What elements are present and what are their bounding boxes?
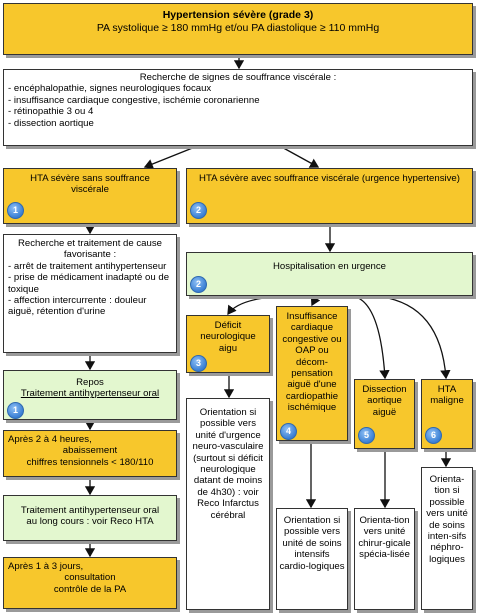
orientation-box-neuro: Orientation si possible vers unité d'urg…	[186, 398, 270, 610]
cause-item: - prise de médicament inadapté ou de tox…	[8, 272, 170, 295]
long-course-box: Traitement antihypertenseur oral au long…	[3, 495, 177, 541]
arrow-hospital-to-card3	[351, 295, 390, 380]
cardiac-card: Insuffisance cardiaque congestive ou OAP…	[276, 306, 348, 441]
long-course-line1: Traitement antihypertenseur oral	[20, 505, 160, 516]
card-title: HTA maligne	[430, 384, 464, 407]
orientation-text: Orientation si possible vers unité de so…	[279, 515, 345, 572]
header-box: Hypertension sévère (grade 3) PA systoli…	[3, 3, 473, 55]
arrow-search-to-right	[277, 144, 320, 168]
badge-icon: 3	[190, 355, 207, 372]
after-hours-box: Après 2 à 4 heures, abaissement chiffres…	[3, 430, 177, 477]
repos-line1: Repos	[76, 377, 104, 388]
search-box-title: Recherche de signes de souffrance viscér…	[139, 72, 337, 83]
arrow-hospital-to-card1	[227, 295, 291, 316]
right-branch-title: HTA sévère avec souffrance viscérale (ur…	[199, 173, 460, 184]
after-days-line1: Après 1 à 3 jours,	[8, 561, 84, 572]
right-branch-box: HTA sévère avec souffrance viscérale (ur…	[186, 168, 473, 224]
after-hours-line2: abaissement	[62, 445, 118, 457]
search-item: - insuffisance cardiaque congestive, isc…	[8, 94, 260, 106]
hta-maligne-card: HTA maligne 6	[421, 379, 473, 449]
after-hours-line1: Après 2 à 4 heures,	[8, 434, 92, 445]
card-title: Insuffisance cardiaque congestive ou OAP…	[282, 311, 342, 414]
badge-icon: 4	[280, 423, 297, 440]
cause-item: - arrêt de traitement antihypertenseur	[8, 260, 167, 272]
repos-line2: Traitement antihypertenseur oral	[20, 388, 160, 400]
cause-box-title: Recherche et traitement de cause favoris…	[18, 238, 162, 261]
orientation-box-hta-maligne: Orienta-tion si possible vers unité de s…	[421, 467, 473, 610]
hospital-title: Hospitalisation en urgence	[272, 261, 387, 272]
badge-icon: 5	[358, 427, 375, 444]
orientation-text: Orienta-tion vers unité chirur-gicale sp…	[358, 515, 411, 561]
orientation-text: Orientation si possible vers unité d'urg…	[192, 407, 264, 521]
aortic-dissection-card: Dissection aortique aiguë 5	[354, 379, 415, 449]
after-days-line2: consultation	[64, 572, 116, 584]
orientation-box-cardiac: Orientation si possible vers unité de so…	[276, 508, 348, 610]
card-title: Dissection aortique aiguë	[362, 384, 407, 418]
long-course-line2: au long cours : voir Reco HTA	[26, 516, 154, 528]
after-days-line3: contrôle de la PA	[53, 583, 127, 595]
repos-box: Repos Traitement antihypertenseur oral 1	[3, 370, 177, 420]
after-days-box: Après 1 à 3 jours, consultation contrôle…	[3, 557, 177, 609]
header-title: Hypertension sévère (grade 3)	[162, 9, 314, 21]
badge-icon: 2	[190, 202, 207, 219]
left-branch-box: HTA sévère sans souffrance viscérale 1	[3, 168, 177, 224]
header-subtitle: PA systolique ≥ 180 mmHg et/ou PA diasto…	[96, 21, 380, 34]
arrow-hospital-to-card2	[309, 295, 321, 307]
badge-icon: 1	[7, 402, 24, 419]
arrow-search-to-left	[143, 144, 201, 169]
cause-box: Recherche et traitement de cause favoris…	[3, 234, 177, 353]
after-hours-line3: chiffres tensionnels < 180/110	[26, 456, 154, 468]
search-item: - dissection aortique	[8, 117, 94, 129]
search-box: Recherche de signes de souffrance viscér…	[3, 69, 473, 146]
badge-icon: 6	[425, 427, 442, 444]
left-branch-title: HTA sévère sans souffrance viscérale	[30, 173, 150, 196]
cause-item: - affection intercurrente : douleur aigu…	[8, 295, 147, 318]
search-item: - rétinopathie 3 ou 4	[8, 106, 94, 118]
deficit-neuro-card: Déficit neurologique aigu 3	[186, 315, 270, 373]
orientation-text: Orienta-tion si possible vers unité de s…	[426, 474, 468, 565]
card-title: Déficit neurologique aigu	[200, 320, 256, 354]
badge-icon: 1	[7, 202, 24, 219]
orientation-box-aortic: Orienta-tion vers unité chirur-gicale sp…	[354, 508, 415, 610]
arrow-hospital-to-card4	[371, 295, 451, 380]
hospital-box: Hospitalisation en urgence 2	[186, 252, 473, 296]
search-item: - encéphalopathie, signes neurologiques …	[8, 83, 212, 95]
badge-icon: 2	[190, 276, 207, 293]
